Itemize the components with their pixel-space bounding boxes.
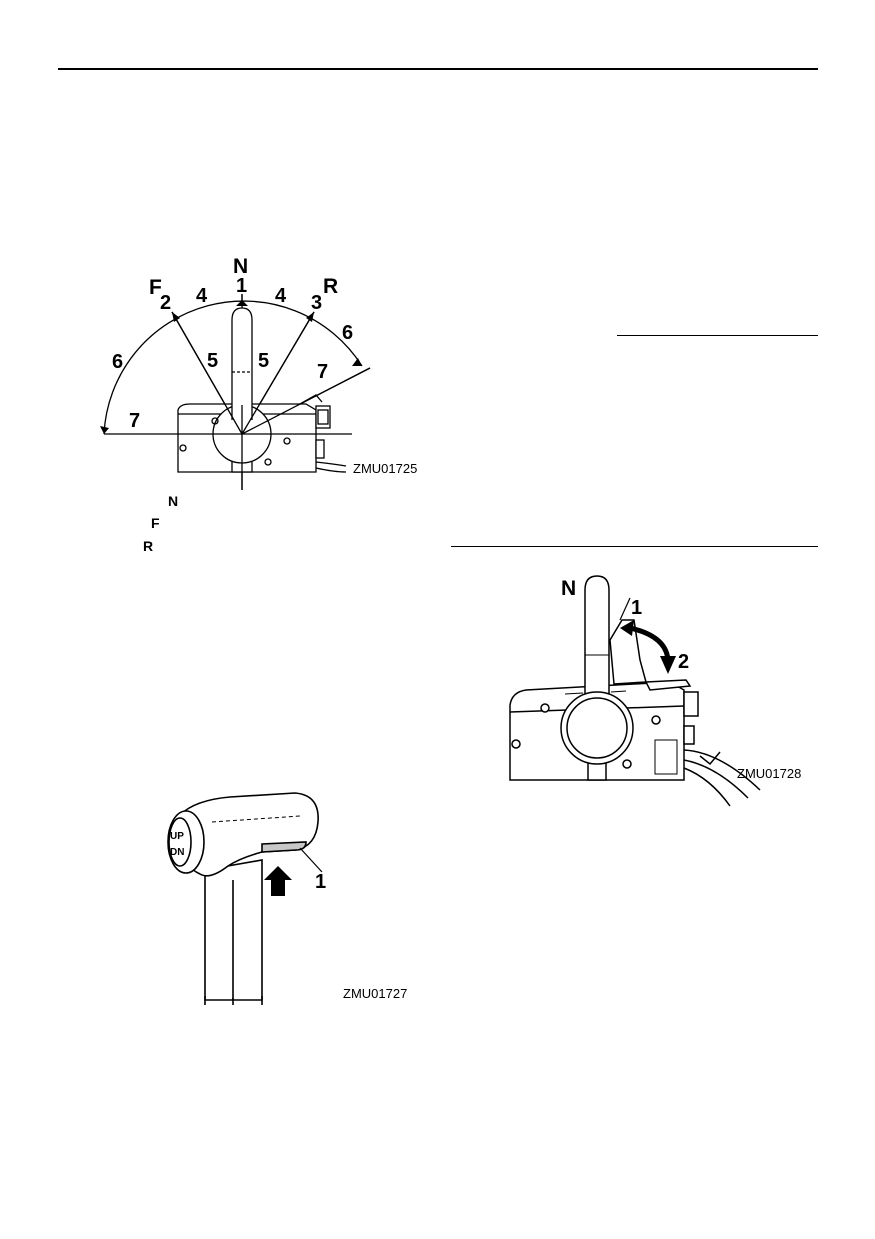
label-7-left: 7	[129, 410, 141, 432]
push-arrow-icon	[264, 866, 292, 896]
label-N-throttle: N	[561, 577, 577, 600]
label-2: 2	[160, 292, 172, 314]
grip-up-text: UP	[170, 831, 184, 842]
figure-code-2: ZMU01727	[343, 986, 408, 1001]
key-F: F	[151, 515, 160, 531]
label-N-top: N	[233, 255, 249, 278]
label-5-right: 5	[258, 350, 270, 372]
label-F-top: F	[149, 276, 162, 299]
figure-code-1: ZMU01725	[353, 461, 418, 476]
label-6-left: 6	[112, 351, 124, 373]
key-R: R	[143, 538, 154, 554]
header-rule	[58, 68, 818, 70]
callout-2-throttle: 2	[678, 651, 690, 673]
label-4-left: 4	[196, 285, 208, 307]
curved-arrow-head-up	[620, 620, 634, 636]
section-rule-right-top	[617, 335, 818, 336]
figure-code-3: ZMU01728	[737, 766, 802, 781]
label-R-top: R	[323, 275, 339, 298]
section-rule-right-middle	[451, 546, 818, 547]
callout-1-grip: 1	[315, 871, 327, 893]
label-6-right: 6	[342, 322, 354, 344]
label-4-right: 4	[275, 285, 287, 307]
label-7-right: 7	[317, 361, 329, 383]
callout-1-throttle: 1	[631, 597, 643, 619]
key-N: N	[168, 493, 179, 509]
label-3: 3	[311, 292, 323, 314]
label-1: 1	[236, 275, 248, 297]
curved-arrow-head-down	[660, 656, 676, 674]
grip-dn-text: DN	[170, 847, 185, 858]
label-5-left: 5	[207, 350, 219, 372]
